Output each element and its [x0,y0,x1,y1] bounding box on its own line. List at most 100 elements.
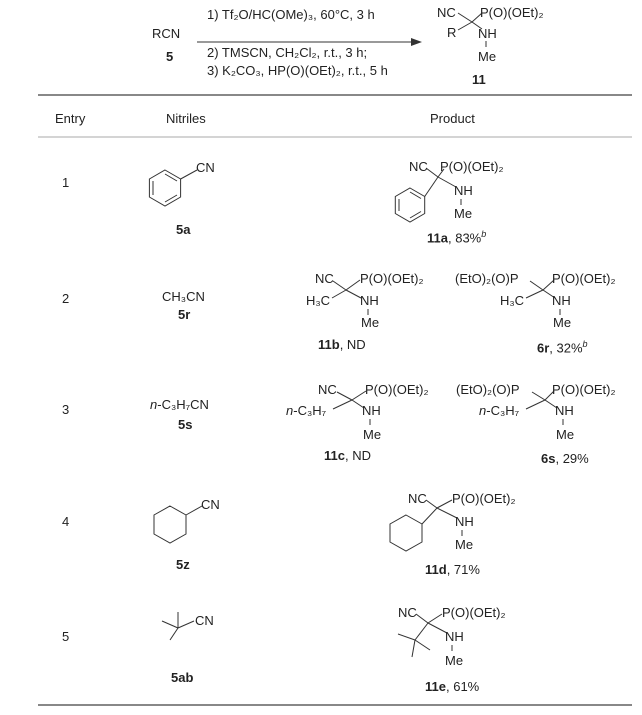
nitrile-cn-label: CN [195,613,214,628]
product-ep: (EtO)₂(O)P [456,382,520,397]
product-nc: NC [398,605,417,620]
footnote-mark: b [481,229,487,239]
product-11c-bonds [332,390,371,425]
product-11b-bonds [331,279,369,315]
scheme-product-bonds [457,12,487,47]
product-me: Me [363,427,382,442]
product-p: P(O)(OEt)₂ [365,382,429,397]
product-id: 6r [537,340,550,356]
product-id: 11a [427,230,448,246]
entry-number: 3 [62,402,70,417]
product-yield: , 83% [447,230,482,246]
product-6r-bonds [525,279,561,315]
product-yield: , ND [344,448,371,463]
nitrile-id: 5r [178,307,191,322]
nitrile-id: 5s [178,417,193,432]
product-nh: NH [445,629,464,644]
product-me: Me [455,537,474,552]
product-nc: NC [315,271,334,286]
header-entry: Entry [55,111,86,126]
nitrile-formula: n-C₃H₇CN [150,398,209,411]
product-r: H₃C [306,293,331,308]
product-11e-bonds [397,613,453,658]
product-yield: , 32% [549,340,583,356]
product-me: Me [445,653,464,668]
product-id: 6s [541,451,556,466]
reaction-arrow [197,38,422,46]
product-11d-bonds [389,499,463,552]
nitrile-id: 5ab [171,670,194,685]
product-id: 11e [425,679,446,694]
entry-number: 5 [62,629,70,644]
nitrile-rest: -C₃H₇CN [157,397,209,412]
product-nh: NH [455,514,474,529]
nitrile-id: 5z [176,557,190,572]
product-p: P(O)(OEt)₂ [552,382,616,397]
product-id: 11b [318,337,340,352]
product-caption: 6s, 29% [541,452,589,465]
entry-number: 2 [62,291,70,306]
product-me: Me [553,315,572,330]
condition-2: 2) TMSCN, CH₂Cl₂, r.t., 3 h; [207,45,368,60]
product-r: H₃C [500,293,525,308]
scheme-product-p: P(O)(OEt)₂ [480,5,544,20]
entry-number: 1 [62,175,70,190]
scheme-product-nc: NC [437,5,456,20]
scheme-product-id: 11 [472,72,486,87]
product-yield: , ND [339,337,366,352]
product-yield: , 71% [446,562,480,577]
product-me: Me [556,427,575,442]
header-nitriles: Nitriles [166,111,206,126]
condition-1: 1) Tf₂O/HC(OMe)₃, 60°C, 3 h [207,7,375,22]
nitrile-cn-label: CN [196,160,215,175]
product-p: P(O)(OEt)₂ [452,491,516,506]
nitrile-cn-label: CN [201,497,220,512]
product-caption: 11a, 83%b [427,229,487,246]
product-nh: NH [555,403,574,418]
r-rest: -C₃H₇ [293,403,327,418]
entry-number: 4 [62,514,70,529]
scheme-product-me: Me [478,49,497,64]
product-me: Me [454,206,473,221]
product-r: n-C₃H₇ [286,404,326,417]
product-caption: 11e, 61% [425,680,479,693]
product-p: P(O)(OEt)₂ [440,159,504,174]
header-product: Product [430,111,475,126]
scheme-product-r: R [447,25,457,40]
footnote-mark: b [582,339,588,349]
product-nh: NH [360,293,379,308]
nitrile-formula: CH₃CN [162,289,205,304]
product-id: 11c [324,448,345,463]
product-caption: 11b, ND [318,338,366,351]
product-caption: 6r, 32%b [537,339,588,356]
r-prefix: n [479,403,487,418]
product-nc: NC [409,159,428,174]
benzonitrile-structure [148,169,198,207]
nitrile-prefix: n [150,397,158,412]
product-nc: NC [318,382,337,397]
product-caption: 11d, 71% [425,563,480,576]
product-nh: NH [552,293,571,308]
product-nh: NH [454,183,473,198]
product-6s-bonds [525,390,564,425]
nitrile-id: 5a [176,222,191,237]
product-yield: , 29% [555,451,589,466]
condition-3: 3) K₂CO₃, HP(O)(OEt)₂, r.t., 5 h [207,63,388,78]
cyclohexanecarbonitrile-structure [153,505,203,544]
product-p: P(O)(OEt)₂ [360,271,424,286]
scheme-reactant-id: 5 [166,49,174,64]
scheme-product-nh: NH [478,26,497,41]
product-nh: NH [362,403,381,418]
product-id: 11d [425,562,447,577]
product-p: P(O)(OEt)₂ [442,605,506,620]
product-nc: NC [408,491,427,506]
r-prefix: n [286,403,294,418]
product-r: n-C₃H₇ [479,404,519,417]
pivalonitrile-structure [161,612,195,641]
product-p: P(O)(OEt)₂ [552,271,616,286]
product-11a-bonds [394,167,462,223]
product-ep: (EtO)₂(O)P [455,271,519,286]
product-me: Me [361,315,380,330]
